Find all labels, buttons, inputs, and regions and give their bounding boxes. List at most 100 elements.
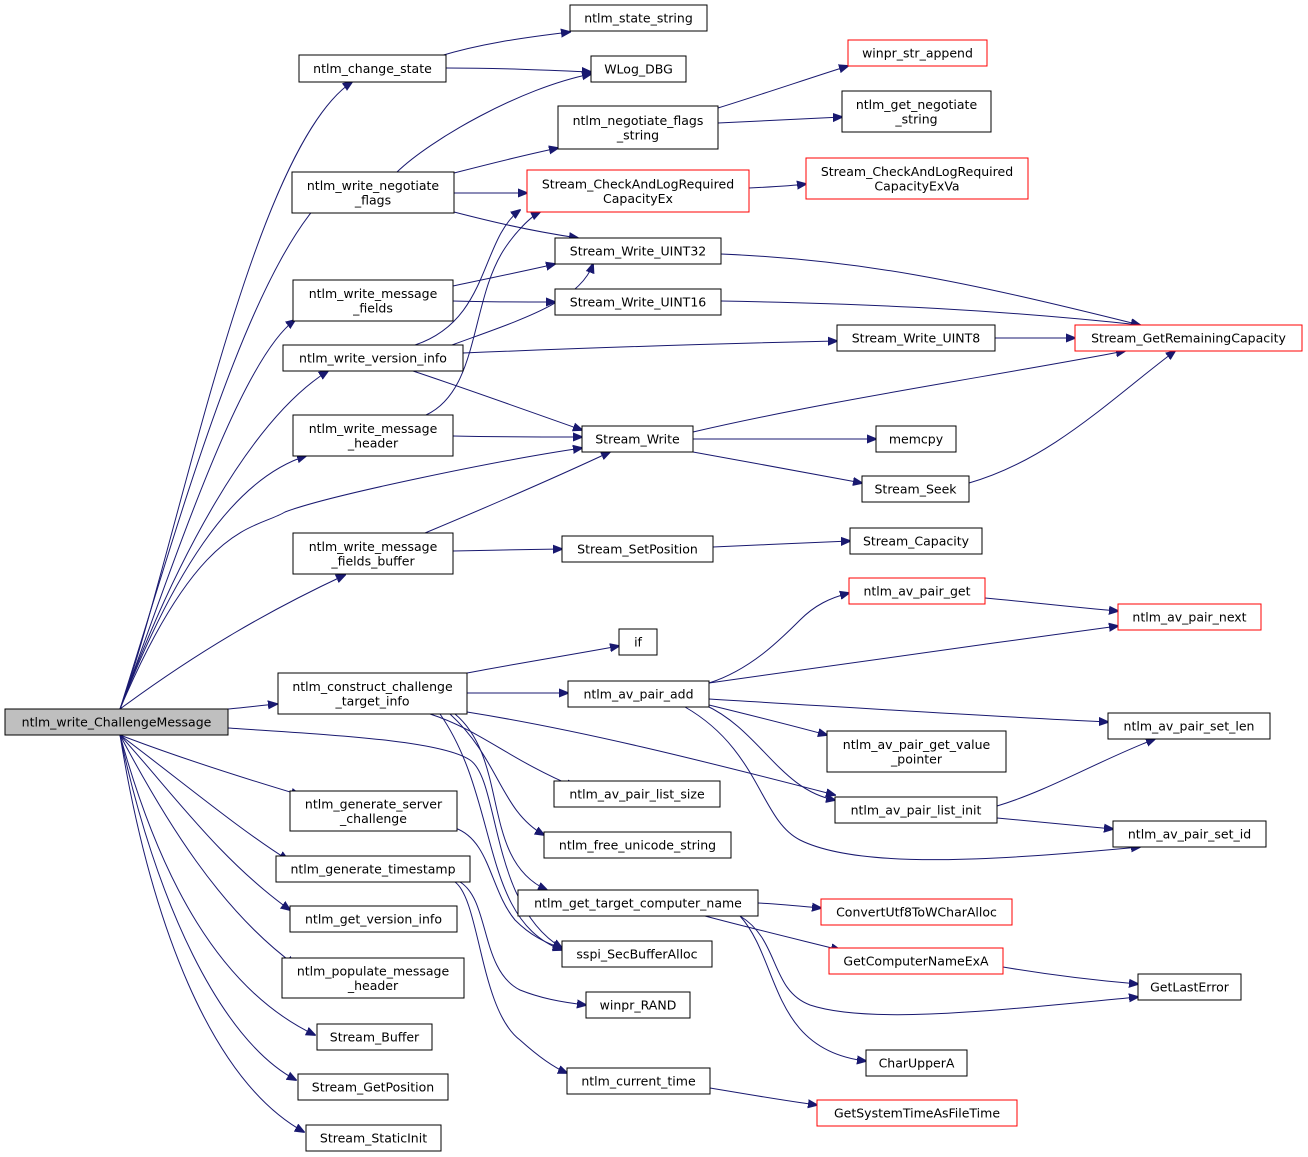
node-label: winpr_RAND	[600, 998, 677, 1013]
node-label: ntlm_av_pair_get_value	[843, 737, 991, 752]
call-edge	[452, 301, 555, 302]
node-av-pair-get-value-pointer[interactable]: ntlm_av_pair_get_value_pointer	[826, 730, 1007, 773]
node-stream-capacity[interactable]: Stream_Capacity	[849, 527, 983, 555]
node-root[interactable]: ntlm_write_ChallengeMessage	[4, 708, 229, 736]
node-label: WLog_DBG	[604, 62, 673, 77]
node-label: Stream_Write_UINT8	[852, 331, 981, 346]
node-get-negotiate-string[interactable]: ntlm_get_negotiate_string	[841, 90, 992, 133]
node-box	[836, 324, 996, 352]
node-char-upper-a[interactable]: CharUpperA	[865, 1049, 968, 1077]
call-edge	[452, 436, 582, 437]
node-box	[590, 55, 687, 83]
node-generate-server-challenge[interactable]: ntlm_generate_server_challenge	[289, 790, 458, 832]
node-av-pair-list-size[interactable]: ntlm_av_pair_list_size	[553, 780, 721, 808]
node-write-negotiate-flags[interactable]: ntlm_write_negotiate_flags	[291, 171, 455, 214]
call-edge	[739, 915, 866, 1061]
node-get-version-info[interactable]: ntlm_get_version_info	[289, 905, 458, 933]
node-sspi-secbufferalloc[interactable]: sspi_SecBufferAlloc	[561, 940, 713, 968]
node-label: _fields	[352, 300, 393, 315]
call-edge	[119, 734, 288, 860]
node-box	[277, 672, 468, 715]
node-label: memcpy	[889, 432, 944, 447]
node-get-remaining-capacity[interactable]: Stream_GetRemainingCapacity	[1074, 324, 1303, 352]
call-edges	[119, 32, 1175, 1132]
node-stream-write[interactable]: Stream_Write	[581, 425, 694, 453]
node-winpr-rand[interactable]: winpr_RAND	[585, 991, 691, 1019]
call-edge	[119, 734, 300, 795]
node-box	[316, 1023, 433, 1051]
node-av-pair-set-len[interactable]: ntlm_av_pair_set_len	[1107, 712, 1271, 740]
node-stream-static-init[interactable]: Stream_StaticInit	[305, 1124, 442, 1152]
node-label: Stream_CheckAndLogRequired	[542, 176, 734, 191]
node-write-version-info[interactable]: ntlm_write_version_info	[282, 344, 464, 372]
node-label: Stream_GetPosition	[312, 1080, 434, 1095]
node-state-string[interactable]: ntlm_state_string	[569, 4, 708, 32]
node-negotiate-flags-string[interactable]: ntlm_negotiate_flags_string	[557, 105, 719, 150]
node-label: _target_info	[335, 693, 410, 708]
node-box	[841, 90, 992, 133]
node-label: ntlm_construct_challenge	[292, 679, 453, 694]
node-box	[305, 1124, 442, 1152]
node-construct-challenge[interactable]: ntlm_construct_challenge_target_info	[277, 672, 468, 715]
node-label: ntlm_av_pair_get	[863, 584, 970, 599]
node-set-position[interactable]: Stream_SetPosition	[561, 535, 714, 563]
node-current-time[interactable]: ntlm_current_time	[566, 1067, 711, 1095]
node-if[interactable]: if	[618, 628, 658, 656]
node-memcpy[interactable]: memcpy	[875, 425, 957, 453]
node-label: _string	[616, 127, 659, 142]
node-write-message-fields-buffer[interactable]: ntlm_write_message_fields_buffer	[292, 532, 454, 575]
node-get-system-time[interactable]: GetSystemTimeAsFileTime	[816, 1099, 1018, 1127]
node-box	[561, 535, 714, 563]
node-box	[820, 898, 1013, 926]
call-edge	[720, 253, 1140, 325]
call-edge	[119, 188, 334, 710]
call-edge	[454, 713, 547, 890]
node-label: Stream_Seek	[874, 482, 957, 497]
node-av-pair-set-id[interactable]: ntlm_av_pair_set_id	[1112, 820, 1267, 848]
call-edge	[119, 734, 296, 1080]
node-get-computer-name-exa[interactable]: GetComputerNameExA	[828, 947, 1004, 975]
node-change-state[interactable]: ntlm_change_state	[298, 54, 447, 83]
node-av-pair-next[interactable]: ntlm_av_pair_next	[1117, 603, 1262, 631]
node-get-last-error[interactable]: GetLastError	[1137, 973, 1242, 1001]
node-label: Stream_Write_UINT32	[570, 244, 706, 259]
node-populate-message-header[interactable]: ntlm_populate_message_header	[281, 957, 465, 999]
node-get-target-computer-name[interactable]: ntlm_get_target_computer_name	[517, 889, 759, 917]
node-box	[1107, 712, 1271, 740]
node-convert-utf8[interactable]: ConvertUtf8ToWCharAlloc	[820, 898, 1013, 926]
call-edge	[466, 711, 835, 795]
node-write-uint32[interactable]: Stream_Write_UINT32	[554, 237, 722, 265]
node-generate-timestamp[interactable]: ntlm_generate_timestamp	[275, 855, 471, 883]
node-box	[567, 680, 710, 708]
node-label: ntlm_state_string	[584, 11, 693, 26]
node-box	[566, 1067, 711, 1095]
node-free-unicode-string[interactable]: ntlm_free_unicode_string	[543, 831, 732, 859]
node-box	[865, 1049, 968, 1077]
node-label: CapacityEx	[603, 191, 673, 206]
node-av-pair-list-init[interactable]: ntlm_av_pair_list_init	[834, 796, 998, 824]
node-box	[292, 414, 454, 457]
node-write-uint16[interactable]: Stream_Write_UINT16	[554, 288, 722, 316]
node-av-pair-add[interactable]: ntlm_av_pair_add	[567, 680, 710, 708]
node-stream-get-position[interactable]: Stream_GetPosition	[297, 1073, 449, 1101]
call-edge	[708, 704, 827, 735]
node-write-uint8[interactable]: Stream_Write_UINT8	[836, 324, 996, 352]
node-write-message-header[interactable]: ntlm_write_message_header	[292, 414, 454, 457]
node-label: ntlm_write_version_info	[299, 351, 447, 366]
node-stream-seek[interactable]: Stream_Seek	[861, 475, 970, 503]
node-stream-buffer[interactable]: Stream_Buffer	[316, 1023, 433, 1051]
node-write-message-fields[interactable]: ntlm_write_message_fields	[292, 279, 454, 322]
node-label: ntlm_write_negotiate	[307, 178, 440, 193]
node-label: ntlm_write_message	[309, 539, 438, 554]
node-box	[1112, 820, 1267, 848]
node-av-pair-get[interactable]: ntlm_av_pair_get	[848, 577, 986, 605]
node-label: ntlm_get_target_computer_name	[534, 896, 742, 911]
node-box	[1117, 603, 1262, 631]
node-label: _challenge	[339, 811, 407, 826]
node-box	[557, 105, 719, 150]
node-winpr-str-append[interactable]: winpr_str_append	[847, 39, 988, 67]
node-wlog-dbg[interactable]: WLog_DBG	[590, 55, 687, 83]
